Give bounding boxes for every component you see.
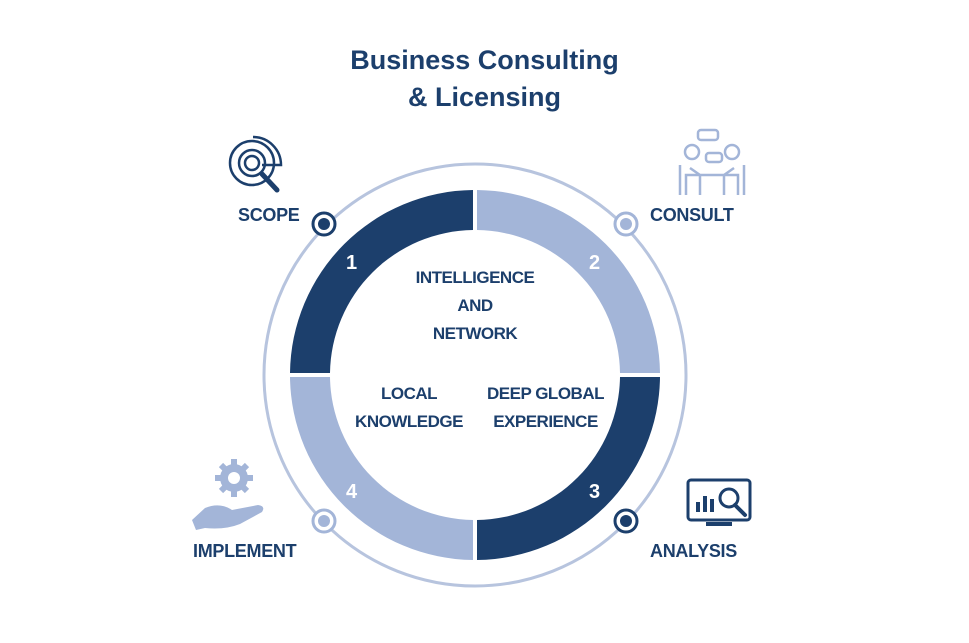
meeting-people-icon	[678, 128, 746, 195]
center-right-text: DEEP GLOBAL EXPERIENCE	[478, 380, 613, 436]
center-right-line: EXPERIENCE	[493, 412, 598, 431]
segment-2-consult	[477, 190, 660, 373]
title-line-2: & Licensing	[407, 82, 562, 112]
segment-1-scope	[290, 190, 473, 373]
magnifier-chart-icon	[228, 135, 283, 193]
scope-marker	[311, 211, 337, 237]
analysis-marker	[613, 508, 639, 534]
consult-marker	[613, 211, 639, 237]
segment-4-implement	[290, 377, 473, 560]
title-line-1: Business Consulting	[350, 45, 619, 75]
step-number-4: 4	[346, 481, 358, 503]
step-label-implement: IMPLEMENT	[193, 541, 297, 561]
step-number-1: 1	[346, 252, 358, 274]
center-left-line: LOCAL	[380, 384, 438, 403]
step-label-scope: SCOPE	[238, 205, 300, 225]
step-number-2: 2	[589, 252, 601, 274]
center-top-line: NETWORK	[432, 324, 518, 343]
center-top-text: INTELLIGENCE AND NETWORK	[395, 264, 555, 348]
implement-marker	[311, 508, 337, 534]
center-top-line: INTELLIGENCE	[415, 268, 535, 287]
step-number-3: 3	[589, 481, 601, 503]
segment-3-analysis	[477, 377, 660, 560]
step-label-analysis: ANALYSIS	[650, 541, 737, 561]
monitor-analytics-icon	[686, 478, 752, 526]
center-left-text: LOCAL KNOWLEDGE	[340, 380, 478, 436]
outer-ring	[262, 162, 688, 588]
center-right-line: DEEP GLOBAL	[487, 384, 604, 403]
center-top-line: AND	[457, 296, 493, 315]
step-label-consult: CONSULT	[650, 205, 734, 225]
diagram-title: Business Consulting & Licensing	[0, 42, 969, 116]
center-left-line: KNOWLEDGE	[355, 412, 463, 431]
hand-gear-icon	[192, 459, 264, 530]
